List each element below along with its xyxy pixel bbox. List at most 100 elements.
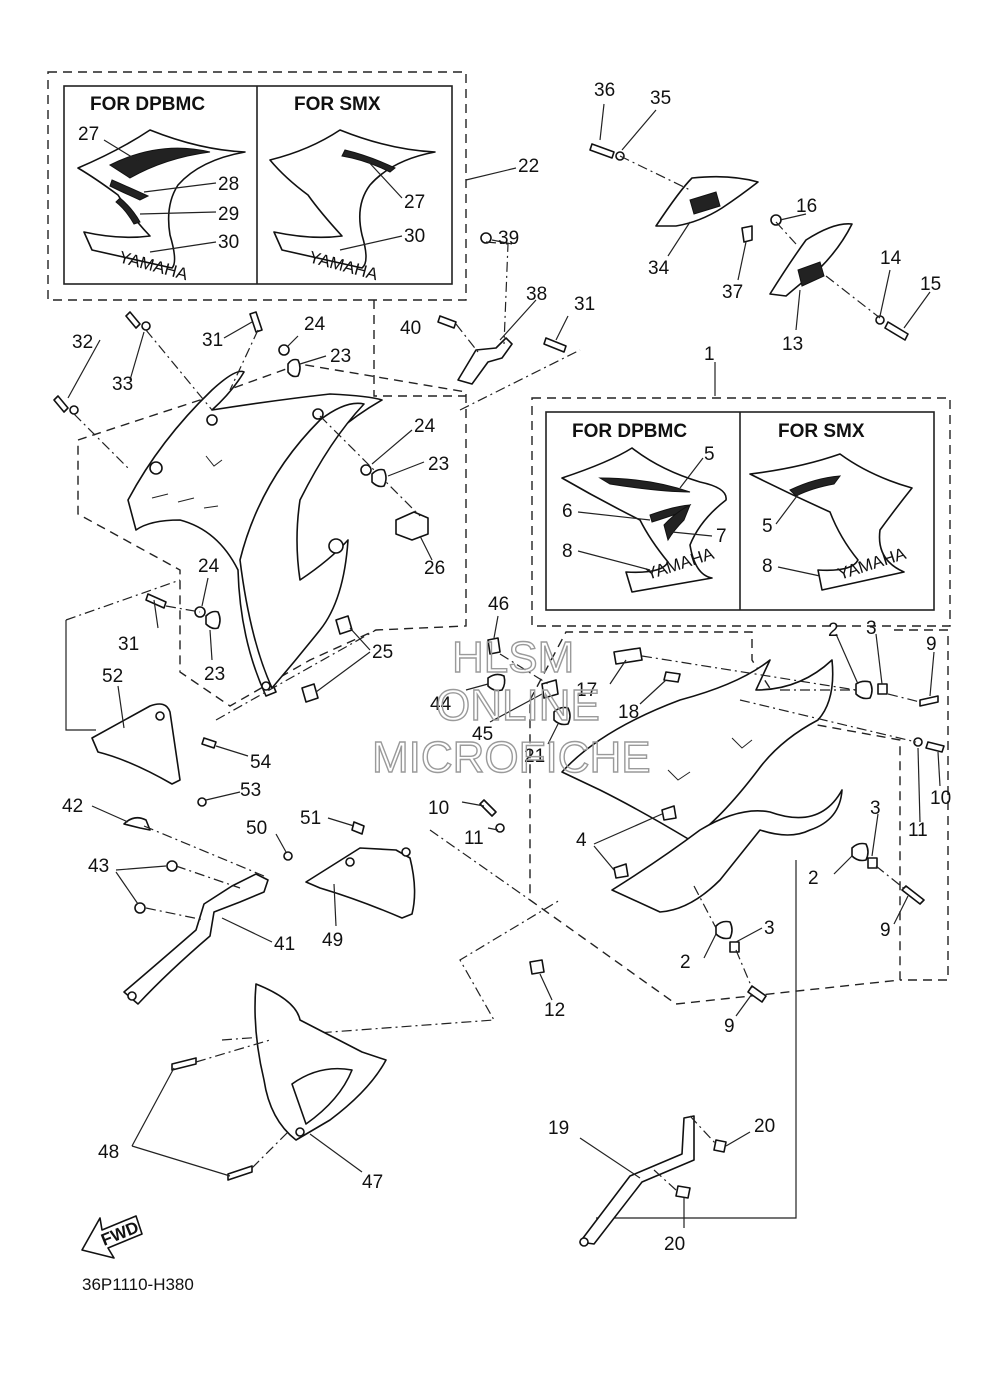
cowl-hole-1 <box>149 461 163 475</box>
callout-12: 12 <box>544 1000 565 1021</box>
clip-25-a <box>335 615 353 635</box>
callout-16: 16 <box>796 196 817 217</box>
callout-1: 1 <box>704 344 715 365</box>
bolt-46 <box>487 637 501 655</box>
inner-panel-52 <box>91 703 181 785</box>
callout-30: 30 <box>218 232 239 253</box>
stripe-smx-5 <box>789 475 842 497</box>
callout-27: 27 <box>78 124 99 145</box>
callout-29: 29 <box>218 204 239 225</box>
callout-8-smx: 8 <box>762 556 773 577</box>
stripe-27 <box>108 147 211 179</box>
grommet-21 <box>553 706 571 726</box>
callout-10-r: 10 <box>930 788 951 809</box>
clip-4-b <box>613 863 629 879</box>
callout-37: 37 <box>722 282 743 303</box>
callout-11-r: 11 <box>908 820 928 841</box>
collar-3-c <box>729 941 740 953</box>
clip-4-a <box>661 805 677 821</box>
callout-8: 8 <box>562 541 573 562</box>
callout-31-top: 31 <box>574 294 595 315</box>
screw-48-a <box>171 1057 197 1071</box>
callout-50: 50 <box>246 818 267 839</box>
washer-11-l <box>495 823 505 833</box>
inset-1-dashed-frame <box>531 397 951 627</box>
callout-21: 21 <box>524 746 545 767</box>
bolt-40 <box>437 315 457 329</box>
callout-38: 38 <box>526 284 547 305</box>
callout-54: 54 <box>250 752 272 773</box>
callout-23-b: 23 <box>428 454 449 475</box>
side-cowl-inner <box>239 402 365 689</box>
inset-22-header-dpbmc: FOR DPBMC <box>90 94 205 115</box>
callout-11-l: 11 <box>464 828 484 849</box>
stay-41-group: 42 43 41 <box>62 796 295 1005</box>
collar-3-b <box>867 857 878 869</box>
callout-14: 14 <box>880 248 902 269</box>
callout-27-smx: 27 <box>404 192 425 213</box>
inner-panel-52-group: 52 54 53 <box>65 579 272 807</box>
grommet-2-c <box>715 920 733 940</box>
screw-32-a <box>125 311 141 329</box>
washer-11-r <box>913 737 923 747</box>
under-cowl-47-vent <box>291 1067 353 1125</box>
callout-2-b: 2 <box>808 868 819 889</box>
callout-20-a: 20 <box>754 1116 775 1137</box>
cowl-hole-5 <box>261 681 271 691</box>
callout-24-b: 24 <box>414 416 436 437</box>
callout-13: 13 <box>782 334 803 355</box>
fwd-label: FWD <box>98 1218 141 1250</box>
lower-cowl-dashed-frame <box>529 631 901 1005</box>
grommet-2-b <box>851 842 869 862</box>
bolt-10-l <box>479 799 497 817</box>
bolt-9-a <box>919 695 939 707</box>
inset-22-group: FOR DPBMC FOR SMX YAMAHA YAMAHA 27 28 29… <box>47 71 539 301</box>
callout-2-c: 2 <box>680 952 691 973</box>
stripe-29 <box>115 197 141 225</box>
grommet-23-c <box>205 610 221 630</box>
callout-7: 7 <box>716 526 727 547</box>
clip-25-b <box>301 683 319 703</box>
clip-12 <box>529 959 545 975</box>
bolt-9-b <box>901 885 925 905</box>
bolt-10-r <box>925 741 945 753</box>
washer-45 <box>541 679 559 699</box>
panel-49-group: 51 50 49 <box>246 808 416 951</box>
callout-48: 48 <box>98 1142 119 1163</box>
callout-3-c: 3 <box>764 918 775 939</box>
nut-39 <box>480 232 492 244</box>
stay-19 <box>579 1115 695 1245</box>
callout-42: 42 <box>62 796 83 817</box>
callout-31-a: 31 <box>202 330 223 351</box>
stay-38-group: 39 38 40 31 <box>373 228 595 411</box>
callout-5: 5 <box>704 444 715 465</box>
callout-9-b: 9 <box>880 920 891 941</box>
clip-51 <box>351 821 365 835</box>
callout-22: 22 <box>518 156 539 177</box>
side-cowl-group: 26 24 23 24 23 24 23 31 <box>53 311 467 707</box>
callout-40: 40 <box>400 318 421 339</box>
callout-34: 34 <box>648 258 670 279</box>
grommet-37 <box>741 225 753 243</box>
stripe-5 <box>598 477 691 493</box>
inset-1-group: 1 FOR DPBMC FOR SMX YAMAHA YAMAHA 5 6 7 … <box>531 344 951 627</box>
inset-1-header-smx: FOR SMX <box>778 421 865 442</box>
cowl-hole-2 <box>206 414 218 426</box>
callout-35: 35 <box>650 88 671 109</box>
callout-33: 33 <box>112 374 133 395</box>
cowl-dashed-frame <box>77 363 467 707</box>
bracket-34-slot <box>689 191 721 215</box>
under-cowl-47 <box>254 983 387 1141</box>
stay-38 <box>457 337 513 385</box>
callout-49: 49 <box>322 930 343 951</box>
callout-26: 26 <box>424 558 445 579</box>
bracket-13 <box>769 223 853 297</box>
stripe-28 <box>109 179 150 201</box>
callout-32: 32 <box>72 332 93 353</box>
screw-36 <box>589 143 615 159</box>
callout-10-l: 10 <box>428 798 449 819</box>
washer-53 <box>197 797 207 807</box>
callout-47: 47 <box>362 1172 383 1193</box>
callout-15: 15 <box>920 274 941 295</box>
screw-31-a <box>249 311 263 333</box>
